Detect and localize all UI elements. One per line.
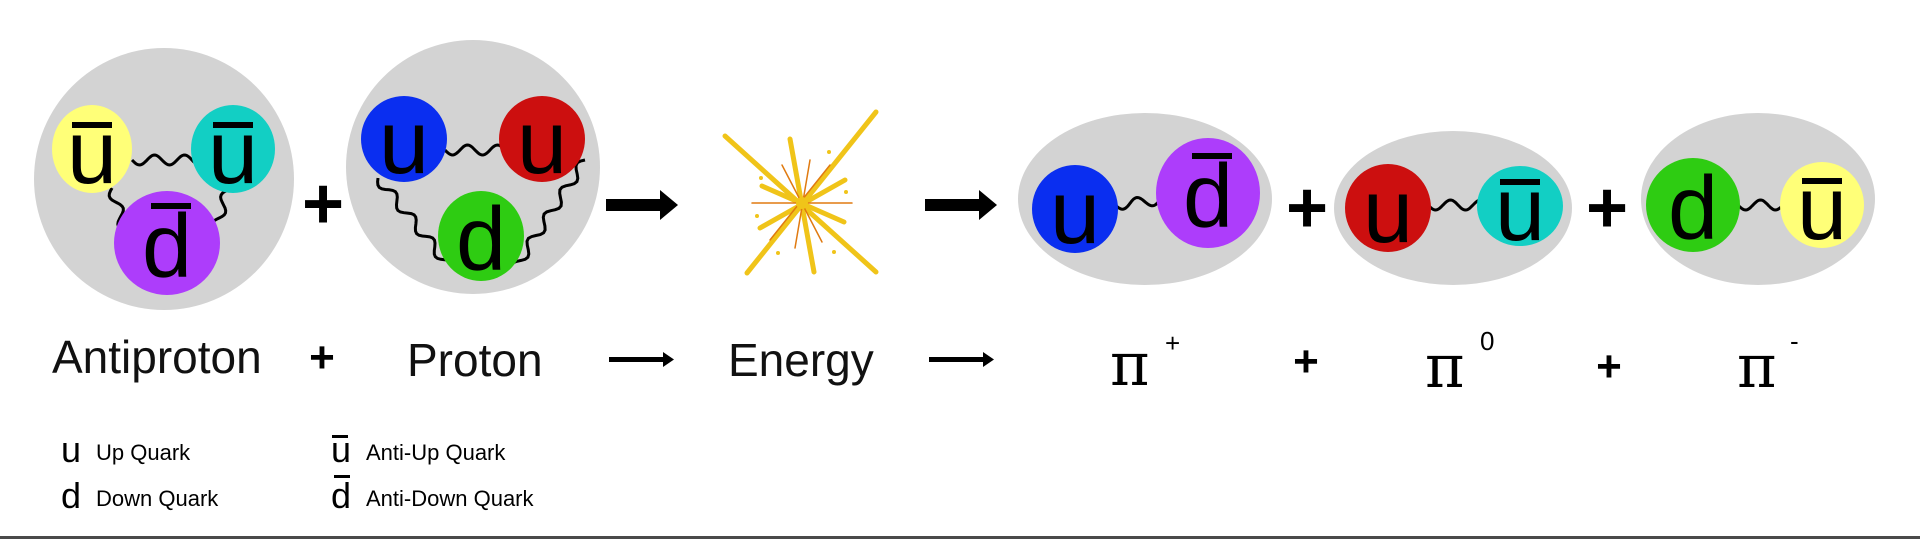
legend-item: d Down Quark (61, 475, 219, 516)
plus-sign: + (1586, 168, 1628, 248)
quark-letter: d (142, 197, 192, 297)
legend-item: d Anti-Down Quark (331, 475, 535, 516)
plus-sign: + (309, 333, 335, 382)
legend-label: Anti-Down Quark (366, 486, 535, 511)
plus-sign: + (302, 164, 344, 244)
arrow-icon (606, 190, 678, 220)
legend-label: Down Quark (96, 486, 219, 511)
plus-sign: + (1293, 337, 1319, 386)
down-quark: d (438, 190, 524, 290)
gluon-line (509, 158, 586, 267)
legend: u Up Quark d Down Quark u Anti-Up Quark d Anti-… (61, 429, 535, 516)
plus-sign: + (1286, 168, 1328, 248)
arrow-icon (609, 352, 674, 367)
pi-plus-symbol: π (1110, 330, 1149, 400)
anti-up-quark: u (52, 103, 132, 203)
legend-label: Anti-Up Quark (366, 440, 506, 465)
quark-letter: u (1495, 160, 1545, 260)
up-quark: u (499, 93, 585, 193)
antiparticle-bar (213, 122, 253, 128)
legend-symbol: u (61, 429, 81, 470)
quark-letter: u (1050, 163, 1100, 263)
quark-letter: d (1183, 147, 1233, 247)
anti-down-quark: d (114, 191, 220, 297)
antiparticle-bar (334, 475, 350, 478)
antiparticle-bar (151, 203, 191, 209)
pi-zero-charge: 0 (1480, 326, 1494, 356)
gluon-line (1426, 198, 1481, 212)
legend-label: Up Quark (96, 440, 191, 465)
up-quark: u (1032, 163, 1118, 263)
gluon-line (130, 153, 196, 167)
antiparticle-bar (332, 435, 348, 438)
pi-plus-charge: + (1165, 328, 1180, 358)
quark-letter: u (379, 93, 429, 193)
anti-up-quark: u (1780, 159, 1864, 259)
quark-letter: u (1797, 159, 1847, 259)
anti-up-quark: u (191, 103, 275, 203)
anti-down-quark: d (1156, 138, 1260, 248)
gluon-line (376, 177, 449, 262)
legend-symbol: d (331, 475, 351, 516)
energy-label: Energy (728, 334, 874, 386)
legend-symbol: u (331, 429, 351, 470)
gluon-line (1114, 195, 1162, 211)
anti-up-quark: u (1477, 160, 1563, 260)
legend-item: u Up Quark (61, 429, 191, 470)
proton-label: Proton (407, 334, 543, 386)
gluon-line (1736, 198, 1785, 212)
legend-symbol: d (61, 475, 81, 516)
quark-letter: u (517, 93, 567, 193)
bottom-divider (0, 536, 1920, 539)
pi-minus-charge: - (1790, 326, 1799, 356)
quark-letter: d (1668, 159, 1718, 259)
antiparticle-bar (72, 122, 112, 128)
gluon-line (443, 143, 503, 157)
quark-letter: d (456, 190, 506, 290)
energy-burst-icon (722, 109, 879, 276)
arrow-icon (929, 352, 994, 367)
pi-minus-symbol: π (1737, 332, 1776, 402)
antiparticle-bar (1192, 153, 1232, 159)
plus-sign: + (1596, 342, 1622, 391)
quark-letter: u (1363, 162, 1413, 262)
up-quark: u (1345, 162, 1431, 262)
pi-zero-symbol: π (1425, 332, 1464, 402)
legend-item: u Anti-Up Quark (331, 429, 506, 470)
up-quark: u (361, 93, 447, 193)
antiparticle-bar (1802, 178, 1842, 184)
arrow-icon (925, 190, 997, 220)
quark-letter: u (67, 103, 117, 203)
down-quark: d (1646, 158, 1740, 259)
antiparticle-bar (1500, 179, 1540, 185)
antiproton-label: Antiproton (52, 331, 262, 383)
quark-letter: u (208, 103, 258, 203)
